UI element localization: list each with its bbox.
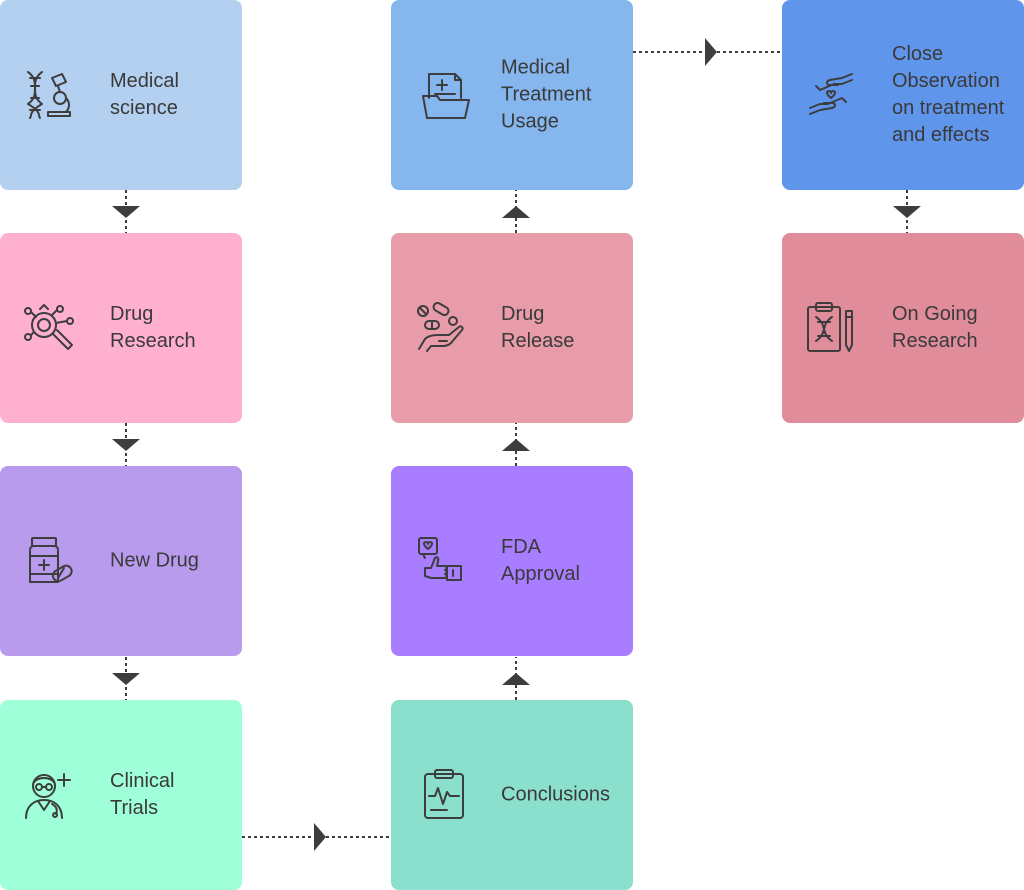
dna-microscope-icon — [22, 68, 76, 122]
node-label: Clinical Trials — [110, 770, 175, 819]
node-label: Conclusions — [501, 783, 610, 806]
node-on-going-research: On Going Research — [782, 233, 1024, 423]
node-label: On Going Research — [892, 303, 978, 352]
node-drug-release: Drug Release — [391, 233, 633, 423]
hands-heart-icon — [804, 68, 858, 122]
node-new-drug: New Drug — [0, 466, 242, 656]
node-label: Close Observation on treatment and effec… — [892, 43, 1005, 146]
medicine-bottle-icon — [22, 534, 76, 588]
node-close-observation: Close Observation on treatment and effec… — [782, 0, 1024, 190]
arrowhead-down — [893, 206, 921, 218]
arrowhead-right — [705, 38, 717, 66]
node-clinical-trials: Clinical Trials — [0, 700, 242, 890]
arrowhead-right — [314, 823, 326, 851]
medical-folder-icon — [419, 68, 473, 122]
node-label: Medical Treatment Usage — [501, 56, 592, 133]
node-medical-science: Medical science — [0, 0, 242, 190]
node-drug-research: Drug Research — [0, 233, 242, 423]
node-label: Drug Research — [110, 303, 196, 352]
node-label: Medical science — [110, 70, 179, 119]
arrowhead-up — [502, 673, 530, 685]
node-fda-approval: FDA Approval — [391, 466, 633, 656]
clipboard-chart-icon — [417, 768, 471, 822]
clipboard-dna-pen-icon — [804, 301, 858, 355]
node-label: Drug Release — [501, 303, 575, 352]
arrowhead-up — [502, 206, 530, 218]
arrowhead-up — [502, 439, 530, 451]
node-label: New Drug — [110, 549, 199, 572]
node-conclusions: Conclusions — [391, 700, 633, 890]
doctor-icon — [22, 768, 76, 822]
node-label: FDA Approval — [501, 536, 580, 585]
arrowhead-down — [112, 439, 140, 451]
arrowhead-down — [112, 206, 140, 218]
magnifier-network-icon — [22, 301, 76, 355]
arrowhead-down — [112, 673, 140, 685]
hand-pills-icon — [413, 301, 467, 355]
node-medical-treatment-usage: Medical Treatment Usage — [391, 0, 633, 190]
thumbs-up-heart-icon — [413, 534, 467, 588]
